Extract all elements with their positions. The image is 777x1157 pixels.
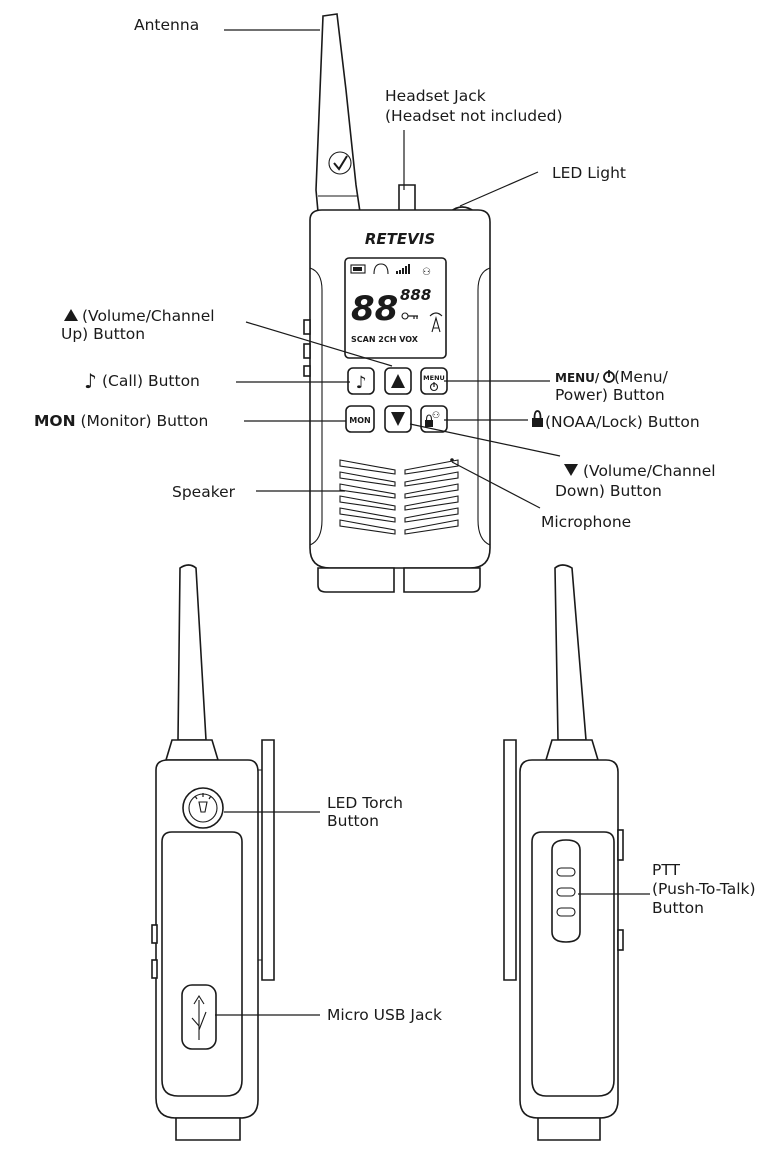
- label-led-light: LED Light: [552, 164, 626, 182]
- torch-icon: [198, 801, 208, 813]
- label-micro-usb: Micro USB Jack: [327, 1006, 442, 1024]
- volume-down-triangle-icon: [564, 464, 578, 476]
- headset-icon: [373, 263, 389, 275]
- label-monitor: MON (Monitor) Button: [34, 412, 208, 430]
- triangle-up-icon: [391, 374, 405, 388]
- label-headset-jack-line2: (Headset not included): [385, 107, 563, 125]
- label-speaker: Speaker: [172, 483, 236, 501]
- menu-power-button[interactable]: MENU: [420, 367, 448, 395]
- monitor-button[interactable]: MON: [345, 405, 375, 433]
- label-ptt-line1: PTT: [652, 861, 681, 879]
- lock-icon: [425, 420, 433, 427]
- left-antenna: [177, 564, 207, 741]
- noaa-icon: ⚇: [432, 411, 440, 421]
- call-note-icon: ♪: [84, 369, 97, 393]
- front-view: RETEVIS ⚇ 88 888 SCAN 2CH VOX ♪: [303, 13, 491, 593]
- usb-icon: [191, 994, 207, 1040]
- led-torch-button[interactable]: [182, 787, 224, 829]
- label-lock-icon: [532, 410, 543, 427]
- key-icon: [401, 312, 418, 320]
- label-menu-line2: Power) Button: [555, 386, 665, 404]
- tx-tower-icon: [429, 312, 443, 333]
- right-side-view: [503, 564, 624, 1141]
- label-volume-down-line1: (Volume/Channel: [583, 462, 716, 480]
- label-antenna: Antenna: [134, 16, 199, 34]
- label-menu-bold: MENU/: [555, 371, 600, 385]
- volume-up-button[interactable]: [384, 367, 412, 395]
- music-note-icon: ♪: [356, 373, 367, 393]
- label-mon-rest: (Monitor) Button: [76, 412, 209, 430]
- label-volume-down-line2: Down) Button: [555, 482, 662, 500]
- label-call: (Call) Button: [102, 372, 200, 390]
- right-belt-clip: [503, 739, 517, 981]
- noaa-lock-button[interactable]: ⚇: [420, 405, 448, 433]
- right-antenna: [554, 564, 587, 741]
- label-volume-up-line1: (Volume/Channel: [82, 307, 215, 325]
- label-noaa-lock: (NOAA/Lock) Button: [545, 413, 700, 431]
- antenna: [315, 13, 361, 213]
- label-volume-up-line2: Up) Button: [61, 325, 145, 343]
- call-button[interactable]: ♪: [347, 367, 375, 395]
- leader-lines: [215, 29, 650, 1016]
- label-ptt-line3: Button: [652, 899, 704, 917]
- microphone-hole: [450, 458, 454, 462]
- volume-down-button[interactable]: [384, 405, 412, 433]
- label-menu-line1: (Menu/: [614, 368, 669, 386]
- label-headset-jack-line1: Headset Jack: [385, 87, 486, 105]
- label-led-torch-line2: Button: [327, 812, 379, 830]
- lcd-channel-digits: 88: [351, 289, 398, 329]
- left-belt-clip: [261, 739, 275, 981]
- lcd-mode-labels: SCAN 2CH VOX: [351, 335, 419, 344]
- label-ptt-line2: (Push-To-Talk): [652, 880, 756, 898]
- left-side-view: [151, 564, 275, 1141]
- lcd-screen: [344, 257, 447, 359]
- callout-labels: Antenna Headset Jack (Headset not includ…: [34, 16, 756, 1024]
- signal-bars-icon: [396, 264, 410, 274]
- label-led-torch-line1: LED Torch: [327, 794, 403, 812]
- label-mon-bold: MON: [34, 412, 76, 430]
- mon-key-label: MON: [349, 416, 370, 425]
- label-microphone: Microphone: [541, 513, 631, 531]
- brand-logo: RETEVIS: [365, 230, 435, 248]
- volume-up-triangle-icon: [64, 309, 78, 321]
- triangle-down-icon: [391, 412, 405, 426]
- check-mark-icon: [328, 151, 352, 175]
- left-battery-door: [161, 831, 243, 1097]
- menu-key-label: MENU: [423, 374, 445, 382]
- lcd-noaa-icon: ⚇: [422, 267, 431, 278]
- micro-usb-jack[interactable]: [181, 984, 217, 1050]
- ptt-button[interactable]: [551, 839, 581, 943]
- speaker-grille: [339, 459, 459, 535]
- lcd-small-digits: 888: [400, 286, 431, 304]
